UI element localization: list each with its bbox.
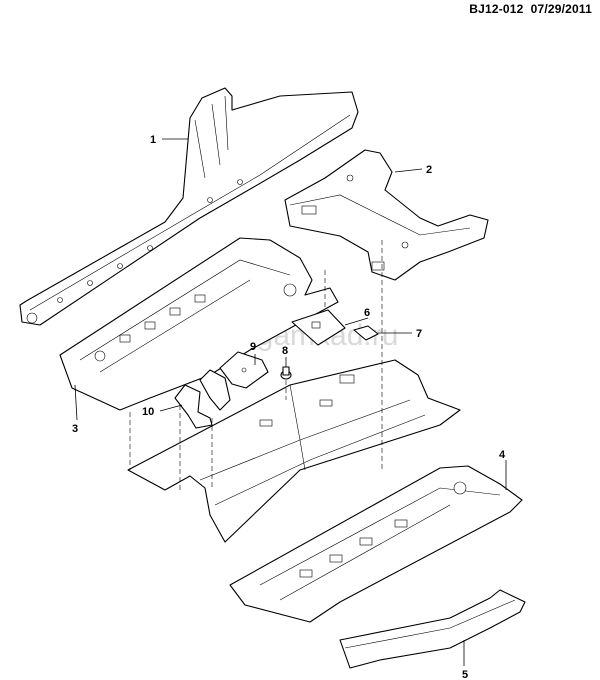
callout-5: 5 bbox=[462, 669, 468, 680]
part-crossmember bbox=[284, 149, 489, 281]
callout-8: 8 bbox=[282, 345, 288, 357]
callout-1: 1 bbox=[150, 134, 156, 146]
part-bracket-10 bbox=[174, 369, 231, 429]
part-side-sill bbox=[19, 87, 359, 326]
callout-9: 9 bbox=[250, 341, 256, 353]
part-plate-6 bbox=[291, 309, 346, 346]
diagram-reference-code: BJ12-012 07/29/2011 bbox=[469, 2, 592, 16]
part-bolt-8 bbox=[280, 366, 292, 380]
callout-4: 4 bbox=[499, 449, 506, 461]
callout-2: 2 bbox=[426, 164, 432, 176]
part-floor-panel-lower bbox=[229, 465, 523, 623]
diagram-code: BJ12-012 bbox=[469, 2, 524, 16]
part-clip-7 bbox=[353, 325, 379, 341]
callout-6: 6 bbox=[364, 307, 370, 319]
callout-10: 10 bbox=[142, 406, 154, 418]
callout-7: 7 bbox=[416, 328, 422, 340]
part-floor-panel-rear bbox=[59, 237, 339, 411]
part-rail bbox=[339, 589, 526, 669]
alignment-lines bbox=[129, 240, 383, 492]
part-bracket-9 bbox=[219, 351, 269, 389]
callout-3: 3 bbox=[72, 423, 78, 435]
part-floor-panel-front bbox=[127, 359, 461, 543]
diagram-date: 07/29/2011 bbox=[530, 2, 592, 16]
leader-lines bbox=[74, 138, 507, 666]
